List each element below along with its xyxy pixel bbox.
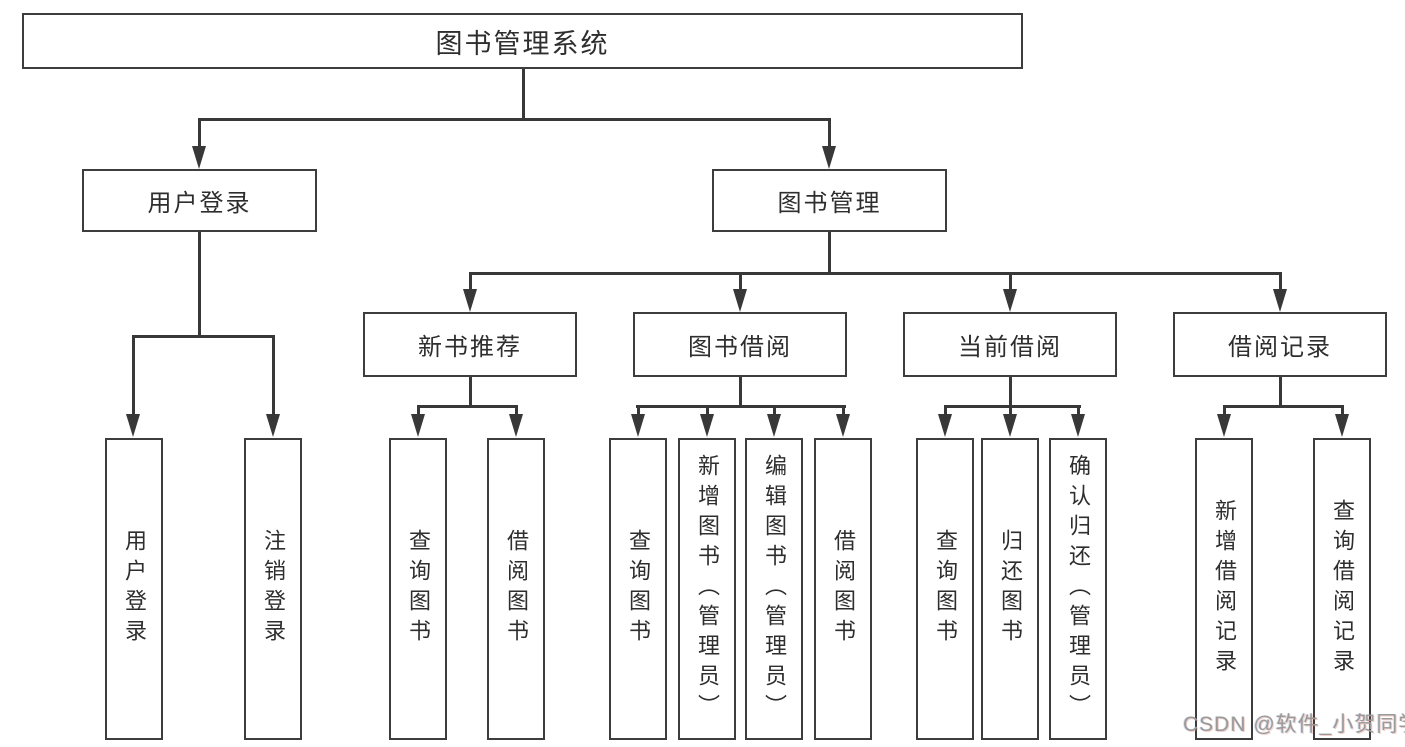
connector-line (827, 232, 831, 275)
connector-line (514, 406, 518, 416)
arrowhead-down-icon (1002, 289, 1017, 312)
connector-line (271, 336, 275, 416)
node-label: 新书推荐 (418, 334, 522, 361)
connector-line (468, 377, 472, 406)
connector-line (943, 404, 1081, 408)
node-label: 查询借阅记录 (1330, 499, 1355, 679)
arrowhead-down-icon (766, 414, 781, 437)
arrowhead-down-icon (462, 289, 477, 312)
leaf-edit-book-admin: 编辑图书（管理员） (745, 438, 803, 740)
node-label: 新增图书（管理员） (695, 454, 720, 724)
leaf-user-login: 用户登录 (105, 438, 163, 740)
arrowhead-down-icon (1334, 414, 1349, 437)
leaf-add-borrow-record: 新增借阅记录 (1195, 438, 1253, 740)
node-borrowing-records: 借阅记录 (1173, 312, 1387, 377)
arrowhead-down-icon (508, 414, 523, 437)
node-label: 当前借阅 (958, 334, 1062, 361)
node-label: 查询图书 (406, 529, 431, 649)
node-book-borrowing: 图书借阅 (633, 312, 847, 377)
connector-line (131, 336, 135, 416)
connector-line (1340, 406, 1344, 416)
node-label: 查询图书 (626, 529, 651, 649)
leaf-borrow-book: 借阅图书 (814, 438, 872, 740)
node-label: 编辑图书（管理员） (762, 454, 787, 724)
leaf-query-borrow-record: 查询借阅记录 (1313, 438, 1371, 740)
connector-line (738, 377, 742, 406)
node-label: 图书管理系统 (435, 28, 610, 59)
connector-line (468, 271, 1282, 275)
node-label: 确认归还（管理员） (1066, 454, 1091, 724)
node-label: 图书借阅 (688, 334, 792, 361)
node-label: 查询图书 (933, 529, 958, 649)
node-label: 图书管理 (777, 190, 882, 217)
connector-line (468, 273, 472, 291)
connector-line (827, 119, 831, 147)
connector-line (197, 232, 201, 338)
node-label: 借阅记录 (1228, 334, 1332, 361)
connector-line (416, 406, 420, 416)
arrowhead-down-icon (1070, 414, 1085, 437)
node-label: 借阅图书 (504, 529, 529, 649)
connector-line (1222, 404, 1344, 408)
connector-line (1222, 406, 1226, 416)
arrowhead-down-icon (1216, 414, 1231, 437)
connector-line (1278, 273, 1282, 291)
leaf-query-book: 查询图书 (389, 438, 447, 740)
leaf-query-book: 查询图书 (916, 438, 974, 740)
node-new-book-recommend: 新书推荐 (363, 312, 577, 377)
leaf-query-book: 查询图书 (609, 438, 667, 740)
csdn-watermark: CSDN @软件_小贺同学 (1183, 713, 1405, 736)
connector-line (943, 406, 947, 416)
node-label: 新增借阅记录 (1212, 499, 1237, 679)
connector-line (841, 406, 845, 416)
connector-line (1008, 273, 1012, 291)
leaf-return-book: 归还图书 (981, 438, 1039, 740)
node-label: 归还图书 (998, 529, 1023, 649)
arrowhead-down-icon (732, 289, 747, 312)
arrowhead-down-icon (265, 414, 280, 437)
arrowhead-down-icon (937, 414, 952, 437)
node-current-borrowing: 当前借阅 (903, 312, 1117, 377)
connector-line (636, 406, 640, 416)
connector-line (521, 69, 525, 119)
arrowhead-down-icon (410, 414, 425, 437)
connector-line (1278, 377, 1282, 406)
node-label: 用户登录 (147, 190, 252, 217)
arrowhead-down-icon (1002, 414, 1017, 437)
node-user-login: 用户登录 (82, 169, 317, 232)
connector-line (416, 404, 518, 408)
connector-line (705, 406, 709, 416)
connector-line (131, 334, 275, 338)
node-label: 借阅图书 (831, 529, 856, 649)
connector-line (1008, 377, 1012, 406)
connector-line (1008, 406, 1012, 416)
leaf-confirm-return-admin: 确认归还（管理员） (1049, 438, 1107, 740)
arrowhead-down-icon (699, 414, 714, 437)
node-book-management: 图书管理 (712, 169, 947, 232)
arrowhead-down-icon (821, 146, 836, 169)
arrowhead-down-icon (125, 414, 140, 437)
node-label: 用户登录 (122, 529, 147, 649)
connector-line (635, 404, 846, 408)
connector-line (772, 406, 776, 416)
node-label: 注销登录 (261, 529, 286, 649)
arrowhead-down-icon (191, 146, 206, 169)
leaf-add-book-admin: 新增图书（管理员） (678, 438, 736, 740)
node-library-management-system: 图书管理系统 (22, 13, 1023, 69)
leaf-logout: 注销登录 (244, 438, 302, 740)
leaf-borrow-book: 借阅图书 (487, 438, 545, 740)
arrowhead-down-icon (1272, 289, 1287, 312)
connector-line (197, 119, 201, 147)
connector-line (197, 117, 831, 121)
connector-line (1076, 406, 1080, 416)
arrowhead-down-icon (630, 414, 645, 437)
connector-line (738, 273, 742, 291)
arrowhead-down-icon (835, 414, 850, 437)
